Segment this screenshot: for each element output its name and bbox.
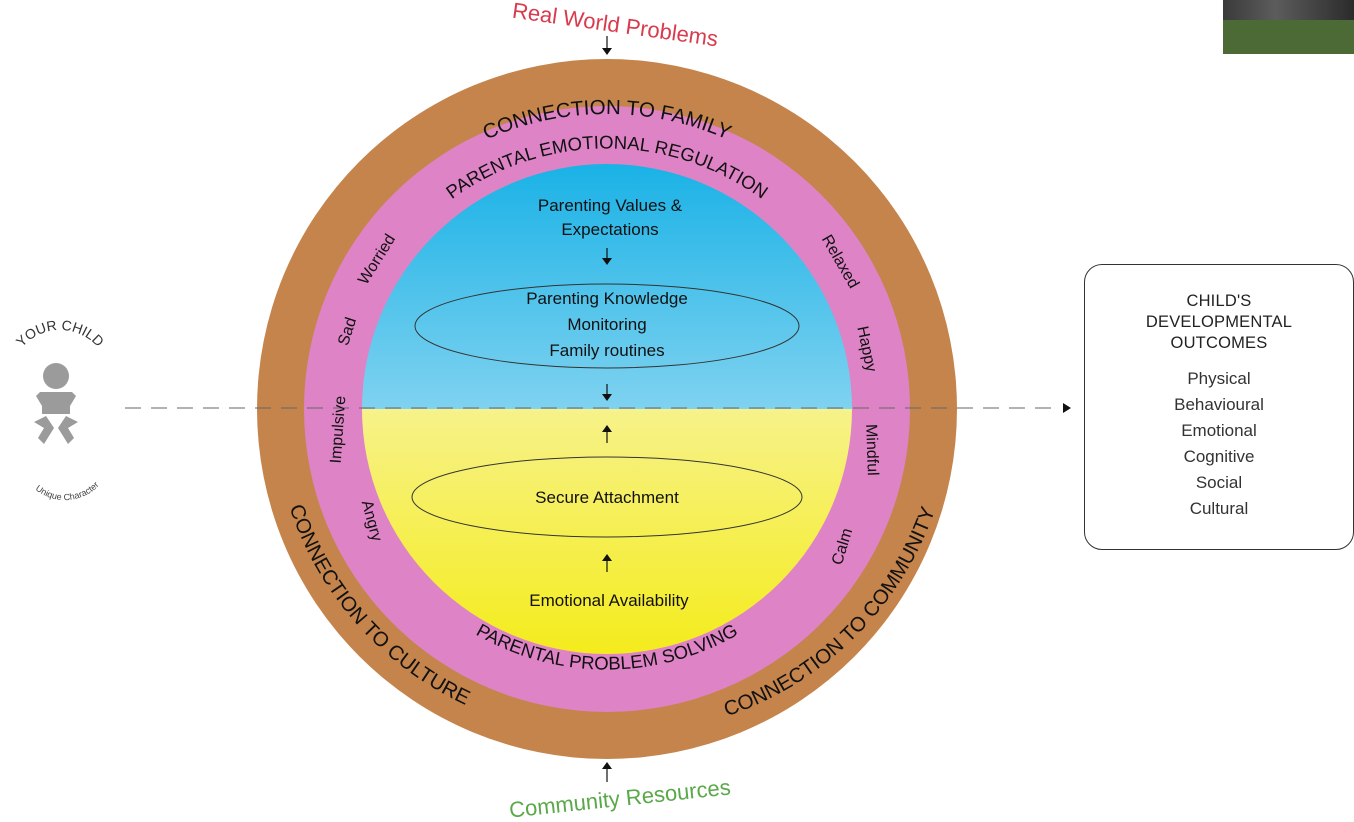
baby-icon (34, 363, 78, 444)
outcome-item: Cultural (1189, 499, 1249, 518)
arrow-down-icon (602, 36, 612, 55)
outcomes-title-line: DEVELOPMENTAL (1145, 313, 1293, 331)
arrow-right-icon (1063, 403, 1071, 413)
outcome-item: Cognitive (1183, 447, 1255, 466)
outcome-item: Social (1195, 473, 1243, 492)
arrow-down-icon (602, 384, 612, 401)
parenting-values-line-1: Parenting Values & (538, 196, 683, 215)
outcomes-title-line: CHILD'S (1186, 292, 1252, 310)
outcomes-title: CHILD'S DEVELOPMENTAL OUTCOMES (1085, 291, 1353, 354)
arrow-up-icon (602, 425, 612, 443)
knowledge-ellipse (414, 283, 800, 369)
emotion-mindful: Mindful (862, 424, 881, 476)
arrow-down-icon (602, 248, 612, 265)
monitoring-label: Monitoring (567, 315, 646, 334)
outcome-item: Emotional (1181, 421, 1257, 440)
attachment-ellipse (411, 456, 803, 538)
emotional-availability-label: Emotional Availability (529, 591, 689, 610)
outcomes-title-line: OUTCOMES (1170, 334, 1268, 352)
real-world-problems-label: Real World Problems (511, 0, 720, 51)
outcome-item: Behavioural (1174, 395, 1264, 414)
arrow-up-icon (602, 762, 612, 782)
developmental-outcomes-box: CHILD'S DEVELOPMENTAL OUTCOMES Physical … (1084, 264, 1354, 550)
your-child-label: YOUR CHILD (13, 317, 108, 350)
parenting-knowledge-label: Parenting Knowledge (526, 289, 688, 308)
secure-attachment-label: Secure Attachment (535, 488, 679, 507)
unique-character-label: Unique Character (34, 480, 101, 503)
community-resources-label: Community Resources (508, 774, 732, 822)
outcomes-list: Physical Behavioural Emotional Cognitive… (1085, 366, 1353, 522)
corner-photo-thumbnail (1223, 0, 1354, 54)
parenting-values-line-2: Expectations (561, 220, 658, 239)
outcome-item: Physical (1187, 369, 1251, 388)
emotion-impulsive: Impulsive (328, 395, 350, 464)
arrow-up-icon (602, 554, 612, 572)
family-routines-label: Family routines (549, 341, 664, 360)
